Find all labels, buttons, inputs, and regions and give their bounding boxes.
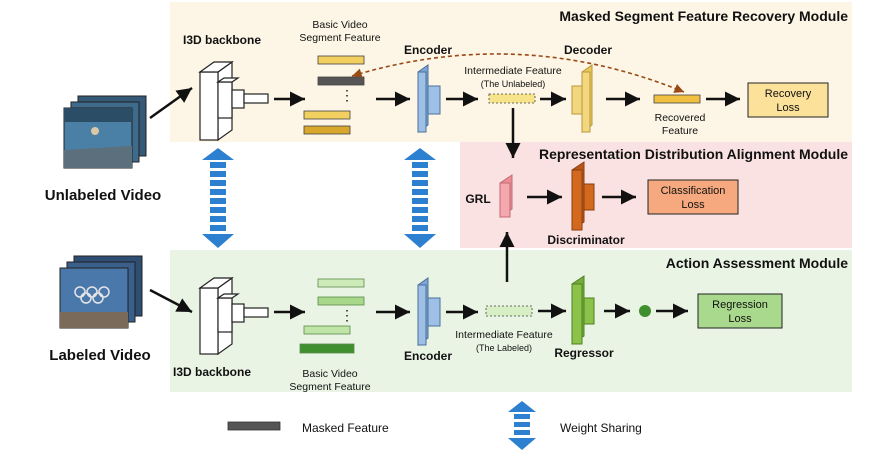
regression-loss-box — [697, 293, 783, 329]
assessment-module-title: Action Assessment Module — [666, 255, 849, 271]
bottom-encoder-label: Encoder — [404, 349, 452, 363]
bottom-segment-feature-label-2: Segment Feature — [289, 381, 370, 393]
recovery-loss-label-2: Loss — [776, 102, 800, 114]
labeled-video-thumbnails — [59, 255, 143, 329]
top-features-ellipsis: ⋮ — [340, 87, 354, 103]
segment-feature-bar — [317, 296, 365, 306]
legend-weight-sharing-icon — [508, 401, 536, 450]
segment-feature-bar — [303, 110, 351, 120]
recovery-loss-box — [747, 82, 829, 118]
weight-sharing-arrow-backbone — [202, 148, 234, 248]
bottom-intermediate-feature — [485, 305, 533, 317]
segment-feature-bar — [317, 55, 365, 65]
recovered-feature-label-2: Feature — [662, 125, 698, 137]
labeled-video-label: Labeled Video — [49, 347, 150, 364]
unlabeled-video-thumbnails — [63, 95, 147, 169]
alignment-module-title: Representation Distribution Alignment Mo… — [539, 146, 848, 162]
classification-loss-label-1: Classification — [661, 185, 726, 197]
regression-loss-label-2: Loss — [728, 313, 752, 325]
bottom-features-ellipsis: ⋮ — [340, 307, 354, 323]
grl-label: GRL — [465, 192, 490, 206]
masked-segment-feature-bar — [317, 76, 365, 86]
regressor-icon — [571, 275, 595, 345]
top-backbone-label: I3D backbone — [183, 33, 261, 47]
bottom-backbone-label: I3D backbone — [173, 365, 251, 379]
weight-sharing-arrow-encoder — [404, 148, 436, 248]
top-i3d-backbone-icon — [198, 60, 269, 142]
predicted-score-dot — [639, 305, 651, 317]
legend-masked-feature-swatch — [227, 421, 281, 431]
recovered-feature-bar — [653, 94, 701, 104]
segment-feature-bar — [303, 325, 351, 335]
legend-masked-feature-label: Masked Feature — [302, 421, 389, 435]
top-intermediate-label-1: Intermediate Feature — [464, 65, 562, 77]
masked-to-recovered-dashed-arc — [351, 53, 685, 93]
recovery-module-title: Masked Segment Feature Recovery Module — [559, 8, 848, 24]
regression-loss-label-1: Regression — [712, 299, 768, 311]
discriminator-icon — [571, 161, 595, 231]
top-segment-feature-label-1: Basic Video — [312, 19, 367, 31]
segment-feature-bar — [317, 278, 365, 288]
unlabeled-video-label: Unlabeled Video — [45, 187, 161, 204]
segment-feature-bar — [299, 343, 355, 354]
classification-loss-box — [647, 179, 739, 215]
unlabeled-input-arrow — [149, 86, 193, 120]
top-segment-feature-label-2: Segment Feature — [299, 32, 380, 44]
classification-loss-label-2: Loss — [681, 199, 705, 211]
bottom-intermediate-label-2: (The Labeled) — [476, 343, 532, 353]
top-segment-features — [303, 55, 365, 135]
bottom-encoder-icon — [417, 277, 441, 346]
recovery-loss-label-1: Recovery — [765, 88, 812, 100]
recovered-feature-label-1: Recovered — [655, 112, 706, 124]
labeled-input-arrow — [149, 288, 193, 314]
segment-feature-bar — [303, 125, 351, 135]
top-intermediate-label-2: (The Unlabeled) — [481, 79, 546, 89]
grl-icon — [499, 174, 513, 218]
bottom-intermediate-label-1: Intermediate Feature — [455, 329, 553, 341]
top-intermediate-feature — [488, 93, 536, 104]
bottom-segment-feature-label-1: Basic Video — [302, 368, 357, 380]
legend-weight-sharing-label: Weight Sharing — [560, 421, 642, 435]
bottom-i3d-backbone-icon — [198, 276, 269, 356]
decoder-label: Decoder — [564, 43, 612, 57]
discriminator-label: Discriminator — [547, 233, 625, 247]
bottom-segment-features — [299, 278, 365, 354]
top-encoder-label: Encoder — [404, 43, 452, 57]
regressor-label: Regressor — [554, 346, 614, 360]
